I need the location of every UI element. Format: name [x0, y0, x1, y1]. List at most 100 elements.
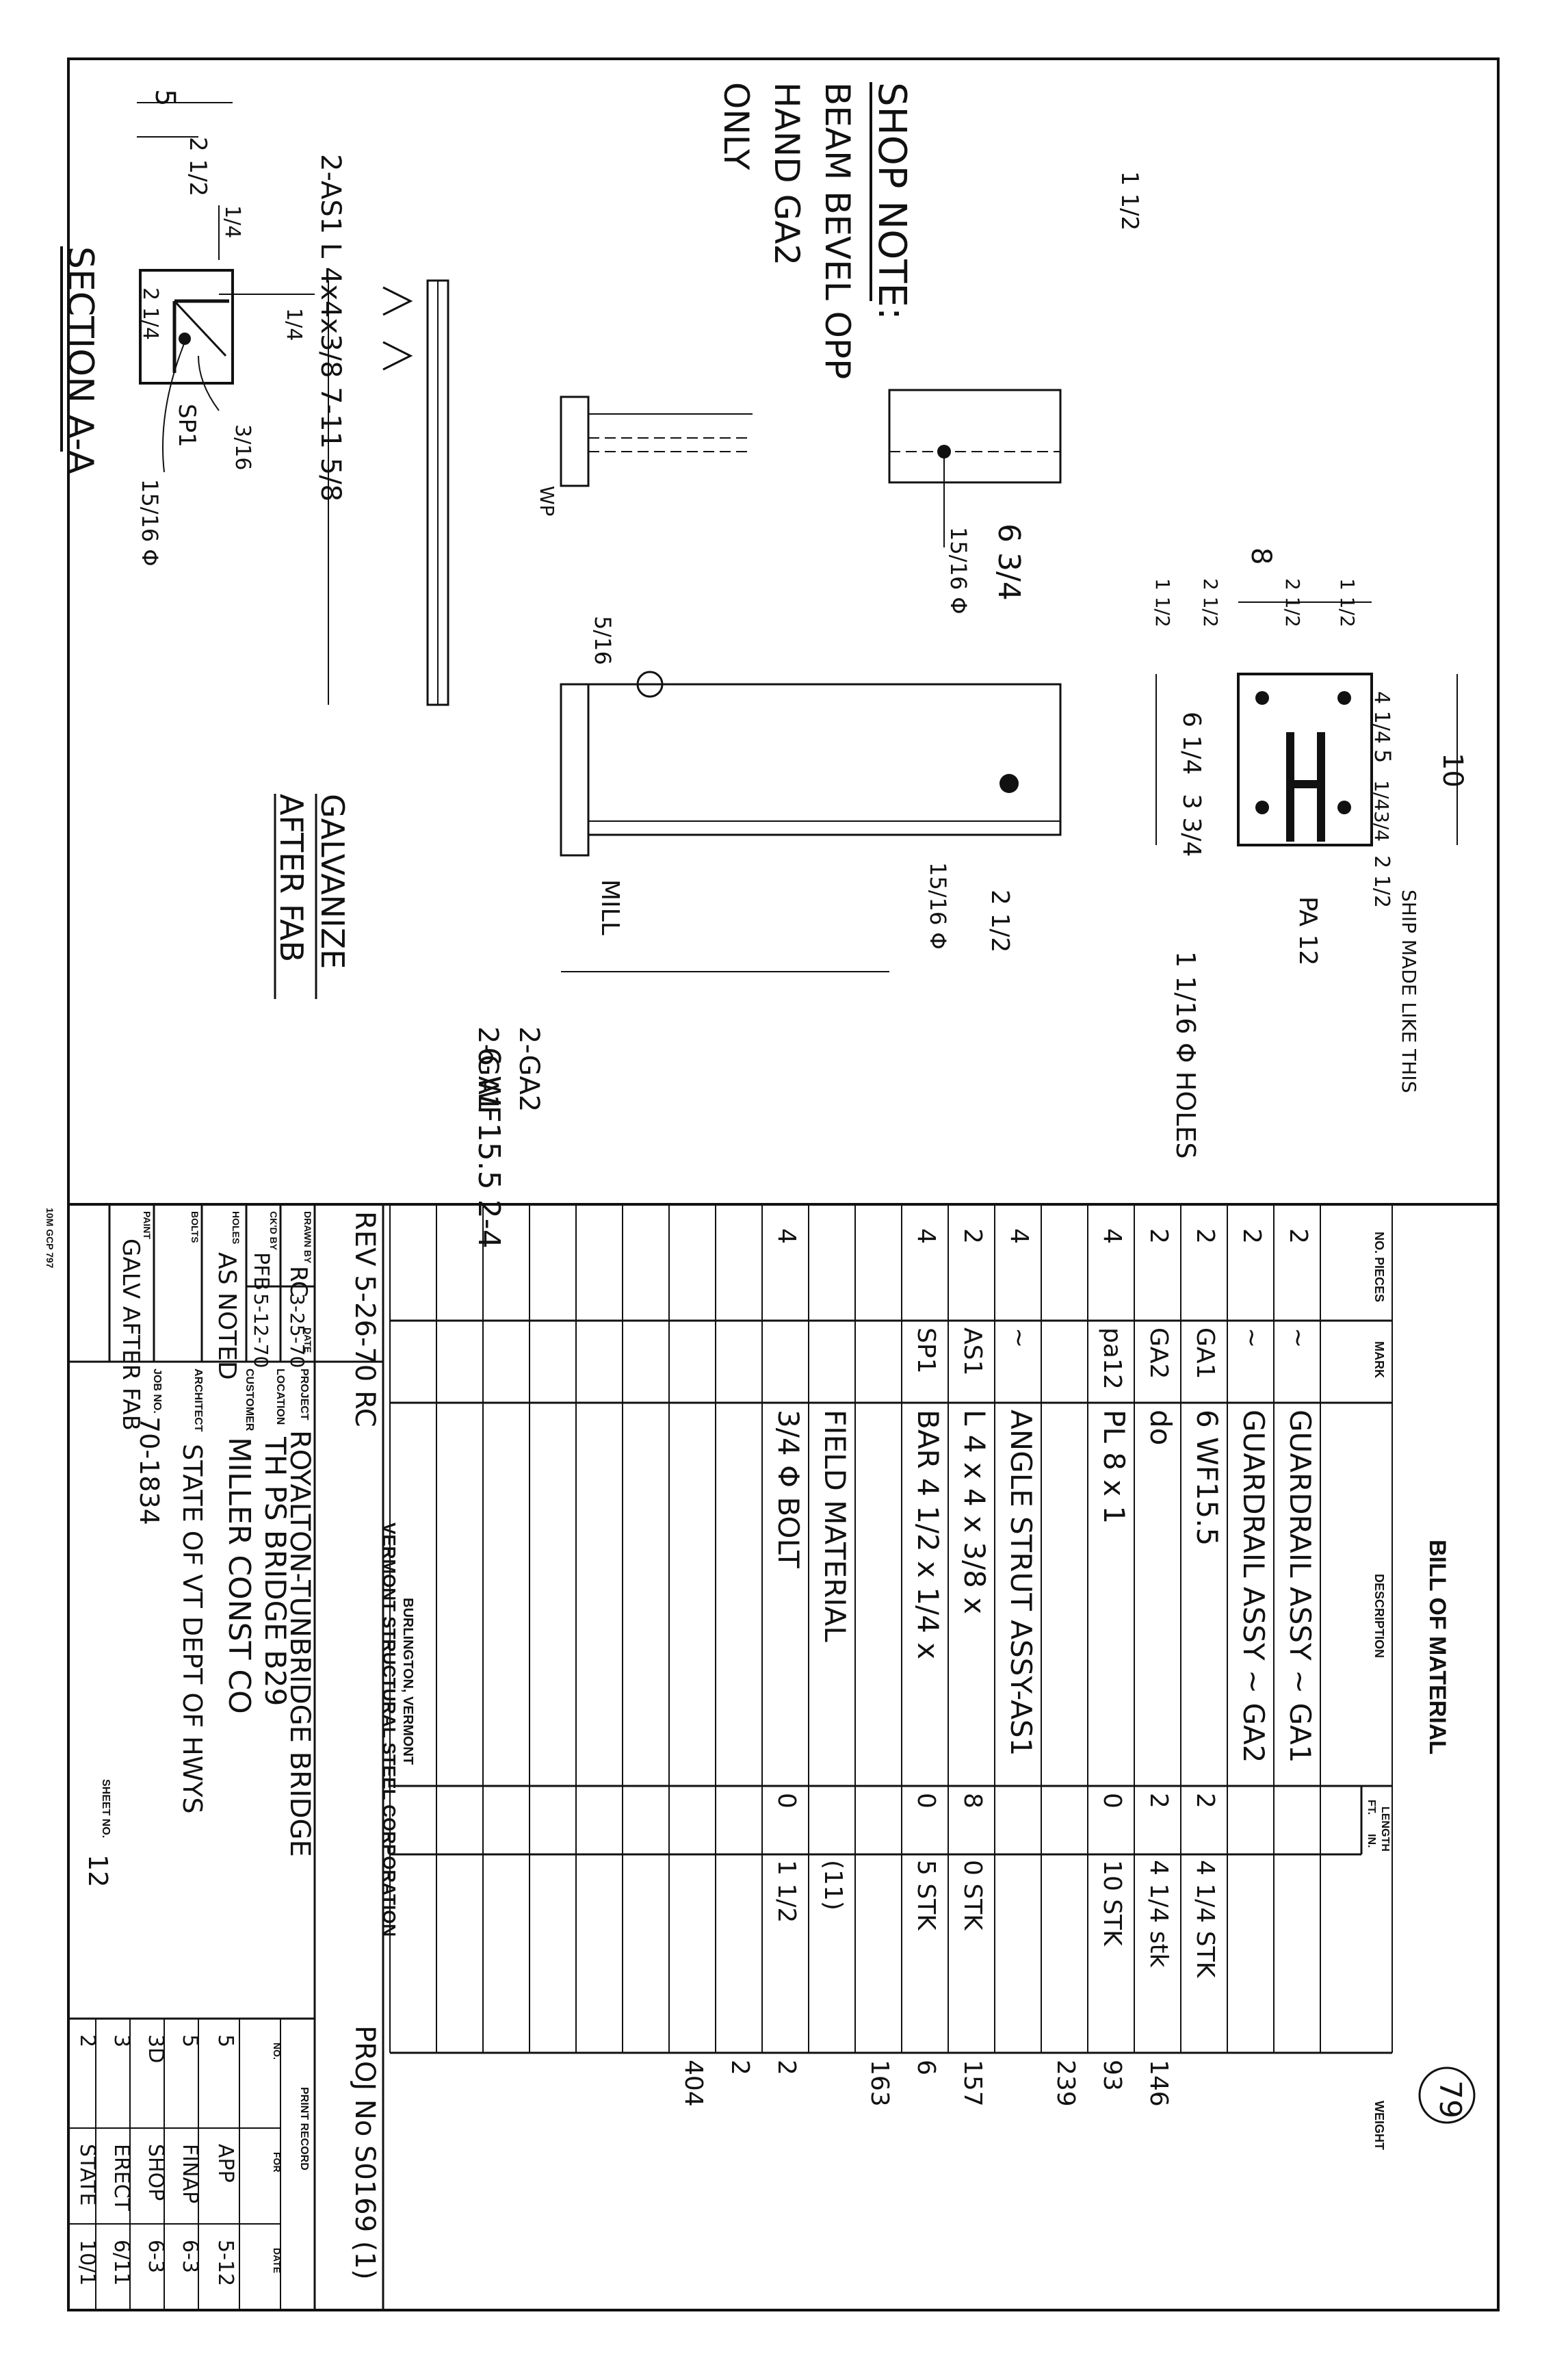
svg-text:ROYALTON-TUNBRIDGE BRIDGE: ROYALTON-TUNBRIDGE BRIDGE	[284, 1430, 315, 1857]
svg-text:2 1/2: 2 1/2	[1281, 578, 1304, 627]
table-row: 4~ANGLE STRUT ASSY-AS1	[1004, 1228, 1038, 1756]
job-no: 70-1834	[134, 1416, 164, 1525]
bom-cell-description: FIELD MATERIAL	[818, 1410, 852, 1642]
svg-text:2 1/2: 2 1/2	[184, 137, 211, 196]
form-code: 10M GCP 797	[44, 1208, 55, 1269]
svg-text:3-25-70: 3-25-70	[286, 1293, 309, 1368]
bom-cell-in: 10 STK	[1098, 1860, 1126, 1947]
svg-text:AFTER FAB: AFTER FAB	[273, 794, 310, 962]
svg-text:2-AS1 L 4x4x3/8 7-11 5/8: 2-AS1 L 4x4x3/8 7-11 5/8	[315, 154, 346, 502]
bom-cell-weight: 239	[1051, 2060, 1080, 2107]
header-length: LENGTH	[1379, 1806, 1391, 1852]
bom-cell-in: 4 1/4 stk	[1145, 1860, 1173, 1968]
header-description: DESCRIPTION	[1372, 1574, 1386, 1658]
svg-text:TH PS BRIDGE B29: TH PS BRIDGE B29	[259, 1436, 292, 1706]
checked-by: PFB	[249, 1252, 273, 1291]
print-record-cell: 5-12	[213, 2240, 237, 2286]
sheet-no: 12	[83, 1854, 113, 1887]
bom-cell-description: do	[1144, 1410, 1177, 1445]
ship-note: SHIP MADE LIKE THIS	[1398, 890, 1420, 1093]
svg-text:RC: RC	[285, 1266, 312, 1297]
svg-text:FT.: FT.	[1366, 1800, 1377, 1815]
print-record-header: DATE	[272, 2248, 283, 2273]
svg-text:2-GA2: 2-GA2	[513, 1026, 545, 1112]
bom-cell-mark: AS1	[958, 1327, 986, 1375]
print-record-cell: APP	[213, 2144, 237, 2183]
svg-text:BILL OF MATERIAL: BILL OF MATERIAL	[1424, 1540, 1450, 1754]
drawn-by: RC	[285, 1266, 312, 1297]
svg-text:6 WF15.5 2-4: 6 WF15.5 2-4	[471, 1047, 506, 1249]
bom-cell-description: 6 WF15.5	[1190, 1410, 1224, 1546]
title-block: REV 5-26-70 RC PROJ No S0169 (1) VERMONT…	[44, 1204, 415, 2310]
table-row: 239	[1051, 2060, 1080, 2107]
header-pieces: NO. PIECES	[1372, 1232, 1386, 1302]
bom-cell-weight: 163	[865, 2060, 893, 2107]
svg-text:6 3/4: 6 3/4	[991, 523, 1026, 601]
svg-text:PFB: PFB	[249, 1252, 273, 1291]
weld-symbol: 5/16	[590, 616, 616, 665]
base-plate-plan	[1155, 601, 1458, 846]
svg-text:15/16 Φ: 15/16 Φ	[925, 862, 951, 950]
bom-cell-description: GUARDRAIL ASSY ~ GA2	[1237, 1410, 1270, 1763]
location: TH PS BRIDGE B29	[259, 1436, 292, 1706]
svg-text:1 1/2: 1 1/2	[1336, 578, 1359, 627]
svg-text:3/16: 3/16	[231, 424, 254, 470]
table-row: 404	[679, 2060, 707, 2107]
svg-text:3 3/4: 3 3/4	[1177, 794, 1205, 857]
bom-cell-mark: ~	[1238, 1327, 1266, 1348]
header-in: IN.	[1366, 1834, 1377, 1848]
print-record-cell: ERECT	[109, 2144, 133, 2212]
sp1-label: SP1	[173, 404, 200, 448]
svg-text:LENGTH: LENGTH	[1379, 1806, 1391, 1852]
print-record-header: FOR	[272, 2152, 283, 2173]
print-record-cell: SHOP	[144, 2144, 168, 2201]
svg-text:MILL: MILL	[596, 879, 624, 935]
print-record: NO.FORDATE5APP5-125FINAP6-33DSHOP6-33ERE…	[75, 2034, 283, 2286]
svg-text:79: 79	[1433, 2080, 1467, 2119]
svg-text:PROJECT: PROJECT	[298, 1369, 310, 1421]
print-record-cell: 5	[178, 2034, 202, 2047]
bom-cell-weight: 157	[958, 2060, 986, 2107]
print-record-cell: 5	[213, 2034, 237, 2047]
header-weight: WEIGHT	[1372, 2101, 1386, 2150]
project-name: ROYALTON-TUNBRIDGE BRIDGE	[284, 1430, 315, 1857]
holes-note: 1 1/16 Φ HOLES	[1171, 951, 1201, 1158]
svg-text:3/4: 3/4	[1370, 811, 1393, 842]
print-record-title: PRINT RECORD	[298, 2087, 310, 2171]
svg-text:VERMONT STRUCTURAL STEEL CORPO: VERMONT STRUCTURAL STEEL CORPORATION	[379, 1523, 400, 1936]
bom-cell-in: 4 1/4 STK	[1191, 1860, 1219, 1979]
bom-cell-description: ANGLE STRUT ASSY-AS1	[1004, 1410, 1038, 1756]
mark-ga1: 2-GA1	[472, 1026, 504, 1112]
print-record-cell: 6-3	[144, 2240, 168, 2273]
svg-text:5: 5	[1370, 749, 1396, 763]
print-record-cell: 6-3	[178, 2240, 202, 2273]
beam-elevation	[560, 389, 1062, 972]
svg-text:10M GCP 797: 10M GCP 797	[44, 1208, 55, 1269]
architect: STATE OF VT DEPT OF HWYS	[177, 1444, 207, 1814]
table-row: FIELD MATERIAL(11)	[818, 1410, 852, 1910]
customer: MILLER CONST CO	[222, 1437, 257, 1714]
print-record-cell: 3	[109, 2034, 133, 2047]
bom-cell-weight: 6	[912, 2060, 940, 2075]
revision: REV 5-26-70 RC	[349, 1211, 380, 1427]
drawn-date: 3-25-70	[286, 1293, 309, 1368]
table-row: 2~GUARDRAIL ASSY ~ GA1	[1283, 1228, 1317, 1763]
svg-text:ONLY: ONLY	[716, 82, 756, 170]
project-no: PROJ No S0169 (1)	[349, 2025, 380, 2280]
galvanize-note: GALVANIZE AFTER FAB	[273, 794, 351, 999]
paint-value: GALV AFTER FAB	[117, 1239, 144, 1431]
bom-cell-description: GUARDRAIL ASSY ~ GA1	[1283, 1410, 1317, 1763]
table-row: 2~GUARDRAIL ASSY ~ GA2	[1237, 1228, 1270, 1763]
company-city: BURLINGTON, VERMONT	[400, 1598, 415, 1765]
header-ft: FT.	[1366, 1800, 1377, 1815]
svg-text:SHOP NOTE:: SHOP NOTE:	[870, 82, 914, 320]
bom-cell-mark: pa12	[1098, 1327, 1126, 1390]
shop-note: SHOP NOTE: BEAM BEVEL OPP HAND GA2 ONLY	[716, 82, 914, 379]
svg-text:2 1/2: 2 1/2	[1370, 855, 1394, 908]
